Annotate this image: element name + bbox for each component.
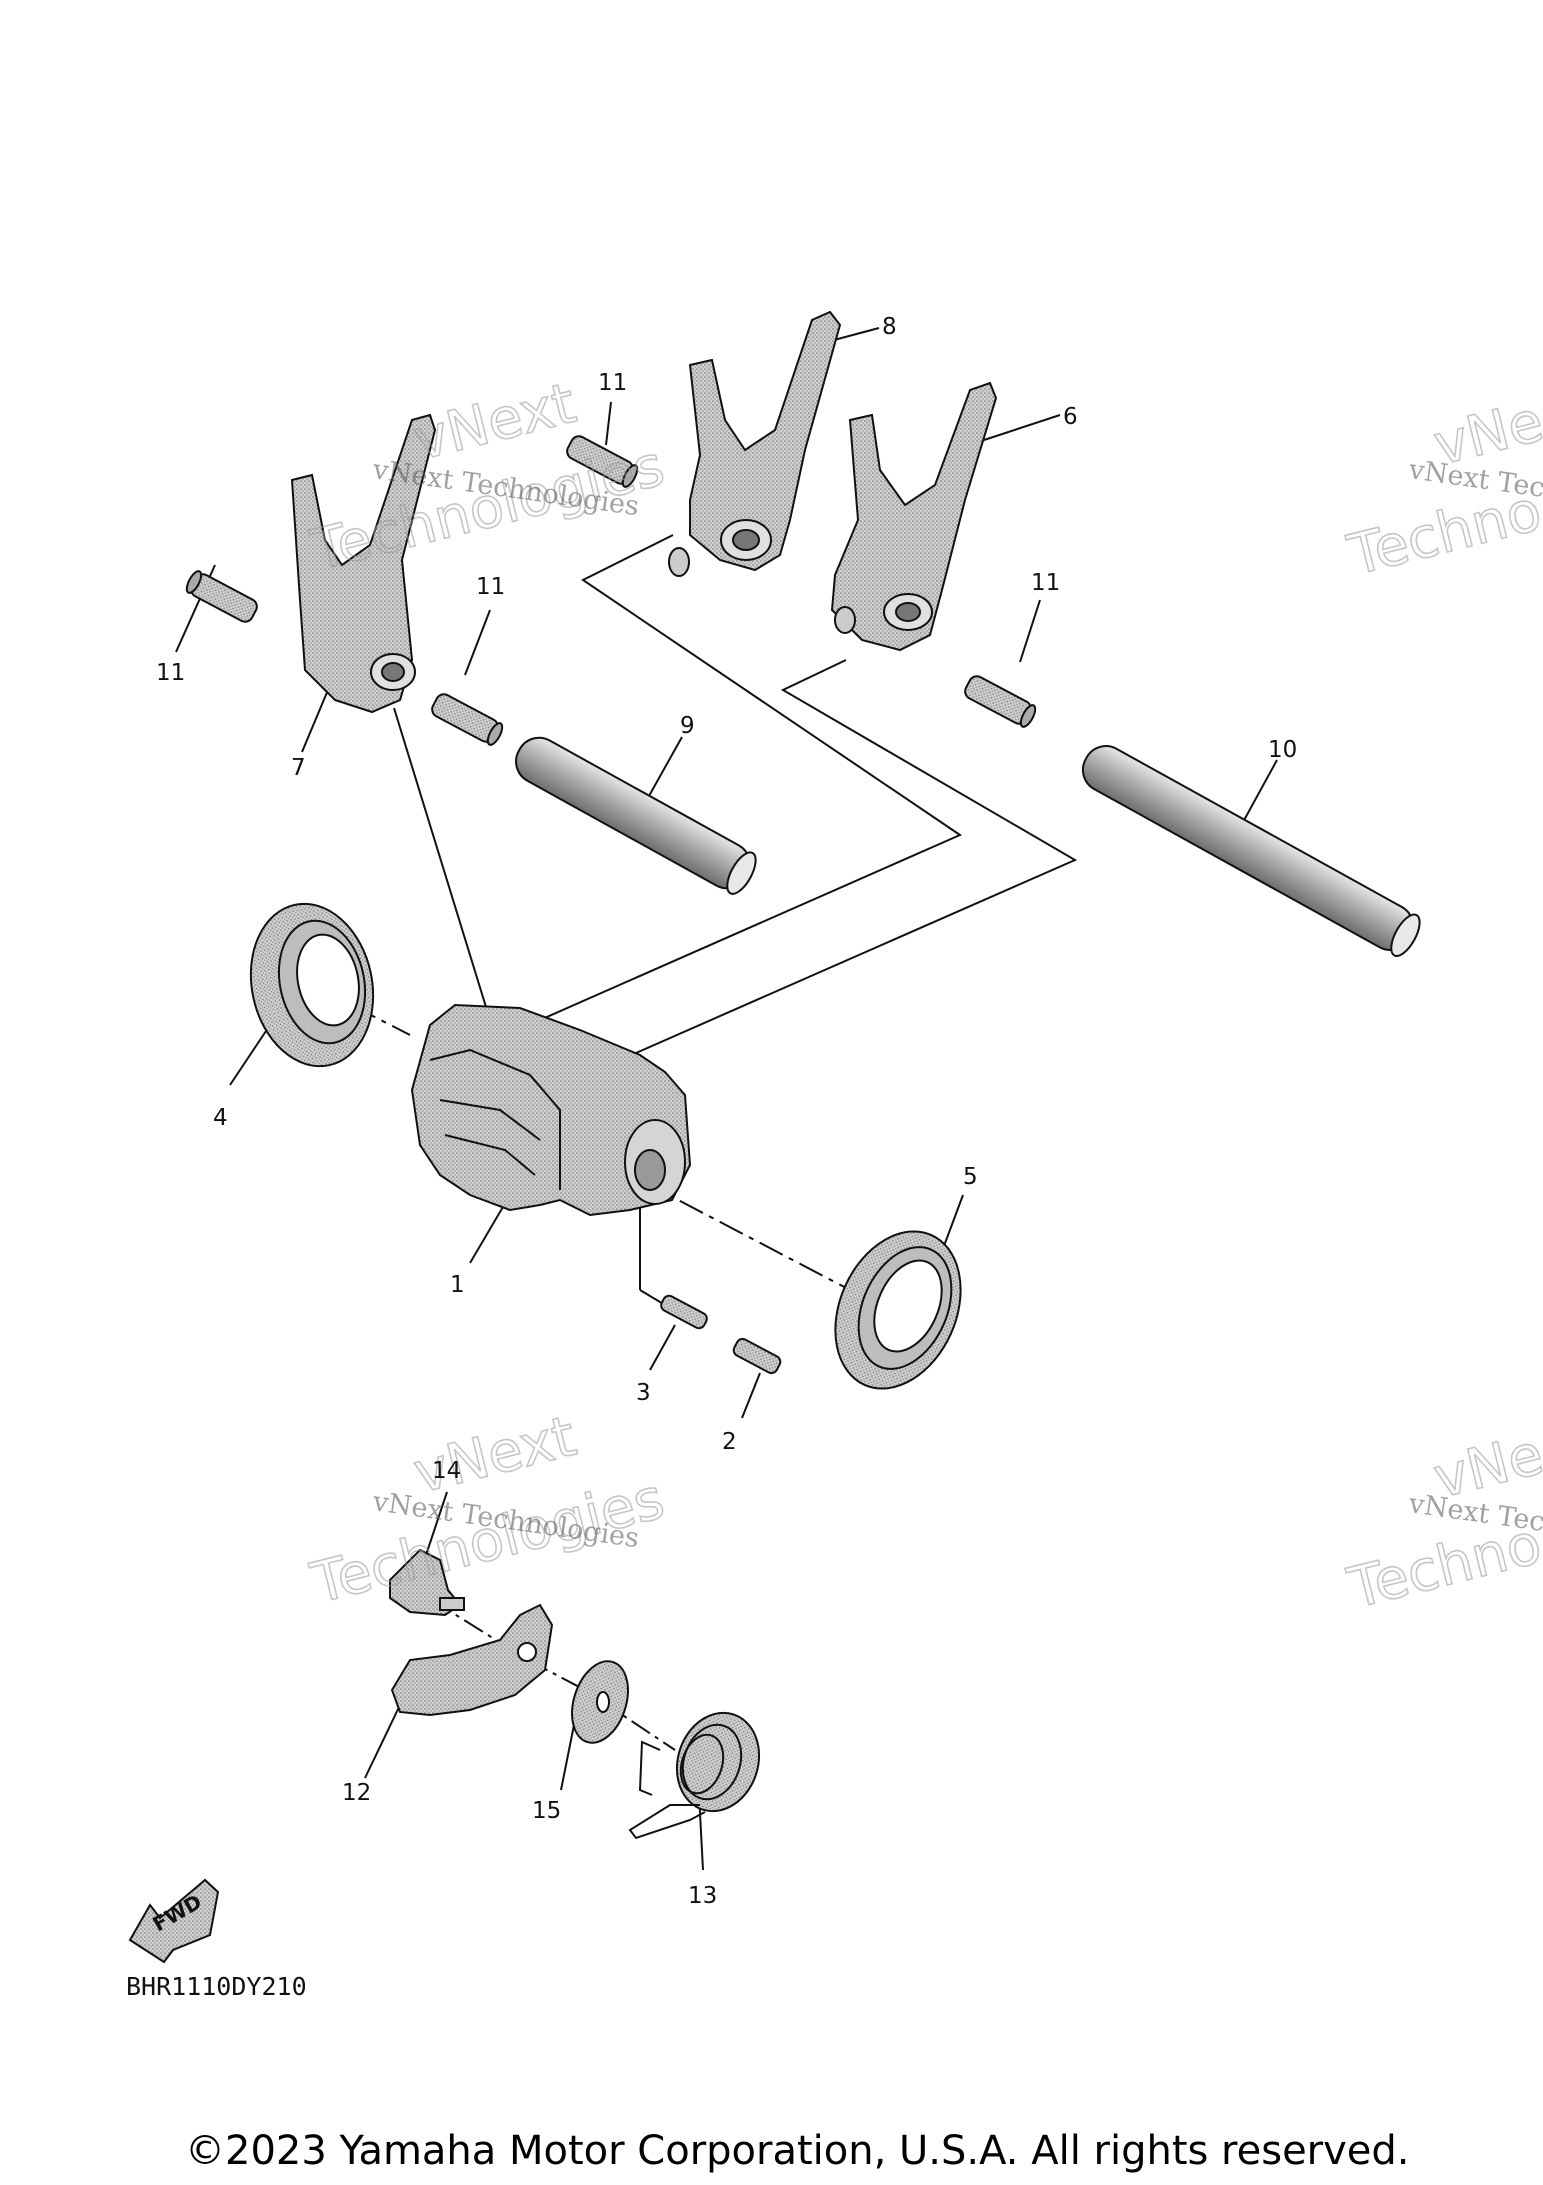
shift-drum-1 <box>410 1003 692 1217</box>
drawing-code: BHR1110DY210 <box>126 1972 307 2001</box>
callout-11-left: 11 <box>156 660 185 686</box>
callout-4: 4 <box>213 1105 228 1131</box>
callout-8: 8 <box>882 314 897 340</box>
callout-3: 3 <box>636 1380 651 1406</box>
guide-pins-11 <box>185 435 1037 746</box>
washer-15 <box>571 1660 629 1744</box>
callout-14: 14 <box>432 1458 461 1484</box>
lever-bolt-14 <box>389 1548 465 1617</box>
fork-shaft-9 <box>515 736 757 895</box>
torsion-spring-13 <box>628 1711 761 1840</box>
bearing-4 <box>249 902 375 1068</box>
stopper-lever-12 <box>390 1603 554 1717</box>
shift-fork-6 <box>830 381 998 652</box>
callout-13: 13 <box>688 1883 717 1909</box>
drum-pin-3 <box>660 1294 708 1330</box>
callout-6: 6 <box>1063 404 1078 430</box>
fork-shaft-10 <box>1081 745 1421 957</box>
callout-numbers: 1 2 3 4 5 6 7 8 9 10 11 11 11 11 12 13 1… <box>156 314 1297 1909</box>
callout-11-mid: 11 <box>476 574 505 600</box>
callout-2: 2 <box>722 1429 737 1455</box>
copyright-notice: ©2023 Yamaha Motor Corporation, U.S.A. A… <box>185 2128 1410 2174</box>
assembly-lines <box>311 534 1078 1751</box>
drum-pin-2 <box>732 1337 782 1375</box>
callout-10: 10 <box>1268 737 1297 763</box>
callout-1: 1 <box>450 1272 465 1298</box>
shift-fork-8 <box>668 310 842 577</box>
callout-15: 15 <box>532 1798 561 1824</box>
callout-9: 9 <box>680 713 695 739</box>
callout-5: 5 <box>963 1164 978 1190</box>
shift-fork-7 <box>290 413 437 714</box>
callout-11-right: 11 <box>1031 570 1060 596</box>
bearing-5 <box>834 1230 962 1390</box>
forward-arrow-icon: FWD <box>128 1878 220 1964</box>
callout-12: 12 <box>342 1780 371 1806</box>
callout-7: 7 <box>291 755 306 781</box>
callout-11-top: 11 <box>598 370 627 396</box>
